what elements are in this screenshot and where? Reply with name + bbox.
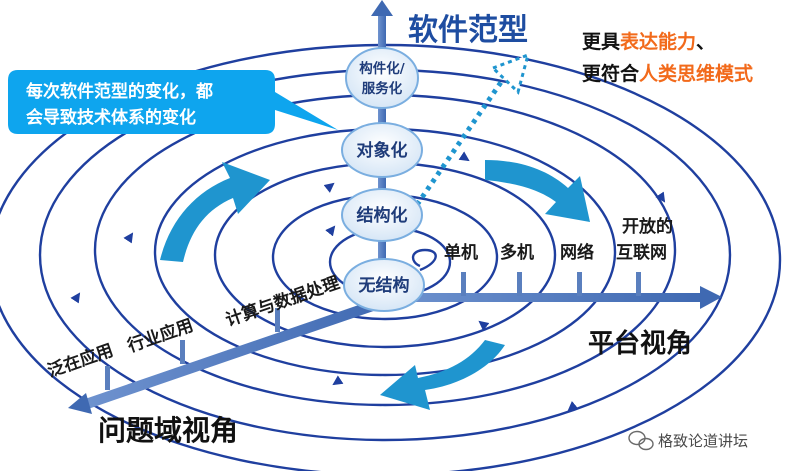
problem-axis-label: 问题域视角 <box>98 414 238 447</box>
watermark-text: 格致论道讲坛 <box>658 432 748 450</box>
wechat-icon <box>628 430 654 451</box>
spiral-center <box>411 248 437 272</box>
rotation-arrow-left <box>160 162 270 262</box>
platform-tick <box>577 272 582 296</box>
ring-direction-arrows <box>70 151 666 412</box>
paradigm-bubble-object: 对象化 <box>341 122 423 178</box>
platform-tick-label-open-line-1: 开放的 <box>622 216 673 237</box>
callout: 每次软件范型的变化，都 会导致技术体系的变化 <box>8 70 338 134</box>
paradigm-bubble-component: 构件化/ 服务化 <box>345 47 419 109</box>
ring-arrow <box>478 320 490 331</box>
platform-tick <box>461 272 466 296</box>
paradigm-unstructured-label: 无结构 <box>358 275 410 296</box>
rotation-arrow-bottom <box>380 340 505 410</box>
paradigm-bubble-structured: 结构化 <box>341 188 423 242</box>
problem-tick-label: 行业应用 <box>124 315 196 357</box>
paradigm-structured-label: 结构化 <box>357 205 408 226</box>
problem-tick <box>180 340 185 364</box>
ring-arrow <box>567 401 579 412</box>
right-line-1: 更具表达能力、 <box>582 30 715 53</box>
paradigm-object-label: 对象化 <box>357 140 408 161</box>
paradigm-bubble-unstructured: 无结构 <box>343 258 425 312</box>
platform-tick-label-open-line-2: 互联网 <box>616 243 667 263</box>
diagram-title: 软件范型 <box>408 13 528 48</box>
ring-arrow <box>325 225 336 237</box>
problem-tick <box>105 366 110 390</box>
callout-line-1: 每次软件范型的变化，都 <box>26 81 213 102</box>
platform-tick-label: 单机 <box>444 242 478 263</box>
problem-tick <box>275 308 280 332</box>
ring-arrow <box>323 182 335 193</box>
right-line-2: 更符合人类思维模式 <box>582 62 753 85</box>
right-description: 更具表达能力、 更符合人类思维模式 <box>582 30 753 85</box>
paradigm-component-line-1: 构件化/ <box>359 60 404 77</box>
platform-tick-label: 多机 <box>500 242 534 263</box>
dotted-rising-arrow <box>409 52 531 214</box>
platform-axis <box>384 272 722 309</box>
ring-arrow <box>70 292 81 304</box>
ring-arrow <box>458 151 470 162</box>
ring-arrow <box>123 232 134 244</box>
rotation-arrow-right <box>485 160 590 222</box>
platform-tick <box>636 272 641 296</box>
platform-tick <box>517 272 522 296</box>
ring-arrow <box>332 375 344 386</box>
rotation-arrows <box>160 160 590 410</box>
ring-arrow <box>655 191 666 203</box>
platform-axis-label: 平台视角 <box>588 328 692 359</box>
problem-axis <box>68 296 391 414</box>
callout-line-2: 会导致技术体系的变化 <box>26 107 196 128</box>
watermark: 格致论道讲坛 <box>628 430 748 451</box>
platform-tick-label: 网络 <box>560 242 594 263</box>
paradigm-component-line-2: 服务化 <box>362 80 403 97</box>
